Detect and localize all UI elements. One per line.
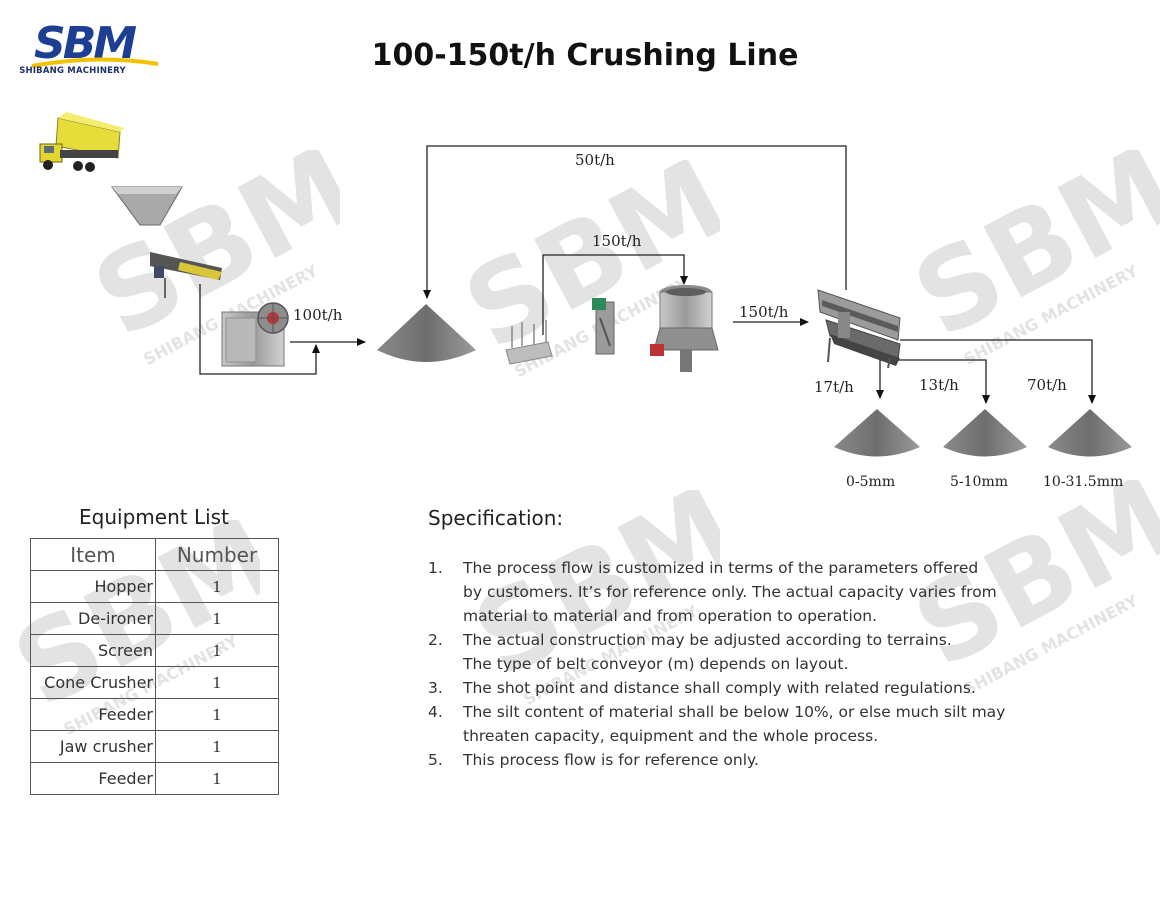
product-size-label: 5-10mm xyxy=(950,474,1008,490)
vibrating-screen-icon xyxy=(817,289,901,369)
cone-crusher-icon xyxy=(650,285,719,372)
stockpile-icon xyxy=(377,304,476,362)
equipment-list-title: Equipment List xyxy=(79,505,229,529)
equipment-name: De-ironer xyxy=(30,602,156,635)
table-row: De-ironer 1 xyxy=(30,602,279,635)
table-row: Feeder 1 xyxy=(30,762,279,795)
sbm-logo: SBM xyxy=(31,18,159,69)
equipment-name: Screen xyxy=(30,634,156,667)
jaw-crusher-icon xyxy=(221,302,289,367)
process-flow-diagram: 50t/h 100t/h 150t/h 150t/h 17t/h 13t/h 7… xyxy=(39,112,1132,490)
list-item-number: 1. xyxy=(428,559,443,577)
product-size-label: 0-5mm xyxy=(846,474,895,490)
equipment-count: 1 xyxy=(155,602,279,635)
product-piles xyxy=(834,409,1132,457)
spec-line: material to material and from operation … xyxy=(463,607,877,625)
dump-truck-icon xyxy=(39,112,124,172)
spec-line: The type of belt conveyor (m) depends on… xyxy=(463,655,849,673)
table-row: Cone Crusher 1 xyxy=(30,666,279,699)
table-header-row: Item Number xyxy=(30,538,279,571)
spec-line: The silt content of material shall be be… xyxy=(463,703,1006,721)
spec-line: The process flow is customized in terms … xyxy=(463,559,979,577)
column-header-item: Item xyxy=(30,538,156,571)
equipment-count: 1 xyxy=(155,570,279,603)
specification-title: Specification: xyxy=(428,506,564,530)
equipment-count: 1 xyxy=(155,666,279,699)
cone-loop-rate-label: 150t/h xyxy=(592,232,642,250)
specification-list: 1. The process flow is customized in ter… xyxy=(428,556,1048,772)
product-pile-icon xyxy=(834,409,920,457)
vibrating-feeder-icon xyxy=(150,252,222,300)
product-size-label: 10-31.5mm xyxy=(1043,474,1123,490)
spec-line: by customers. It’s for reference only. T… xyxy=(463,583,997,601)
column-header-number: Number xyxy=(155,538,279,571)
table-row: Feeder 1 xyxy=(30,698,279,731)
recycle-rate-label: 50t/h xyxy=(575,151,615,169)
equipment-table: Item Number Hopper 1 De-ironer 1 Screen … xyxy=(30,538,279,795)
list-item-number: 4. xyxy=(428,703,443,721)
list-item: 1. The process flow is customized in ter… xyxy=(428,556,1048,628)
product-pile-icon xyxy=(943,409,1027,457)
product-pile-icon xyxy=(1048,409,1132,457)
de-ironer-icon xyxy=(505,320,553,365)
table-row: Screen 1 xyxy=(30,634,279,667)
equipment-count: 1 xyxy=(155,762,279,795)
list-item: 5. This process flow is for reference on… xyxy=(428,748,1048,772)
spec-line: This process flow is for reference only. xyxy=(463,751,759,769)
list-item-number: 5. xyxy=(428,751,443,769)
medium-rate-label: 13t/h xyxy=(919,376,959,394)
equipment-name: Feeder xyxy=(30,762,156,795)
table-row: Jaw crusher 1 xyxy=(30,730,279,763)
equipment-name: Hopper xyxy=(30,570,156,603)
logo-subtext: SHIBANG MACHINERY xyxy=(19,66,126,76)
page-title: 100-150t/h Crushing Line xyxy=(371,38,799,73)
jaw-output-rate-label: 100t/h xyxy=(293,306,343,324)
spec-line: The actual construction may be adjusted … xyxy=(463,631,952,649)
equipment-name: Jaw crusher xyxy=(30,730,156,763)
hopper-icon xyxy=(111,186,183,226)
list-item: 4. The silt content of material shall be… xyxy=(428,700,1048,748)
spec-line: The shot point and distance shall comply… xyxy=(463,679,976,697)
coarse-rate-label: 70t/h xyxy=(1027,376,1067,394)
equipment-count: 1 xyxy=(155,730,279,763)
cone-output-rate-label: 150t/h xyxy=(739,303,789,321)
list-item: 3. The shot point and distance shall com… xyxy=(428,676,1048,700)
equipment-count: 1 xyxy=(155,634,279,667)
equipment-name: Feeder xyxy=(30,698,156,731)
equipment-count: 1 xyxy=(155,698,279,731)
equipment-name: Cone Crusher xyxy=(30,666,156,699)
flow-lines xyxy=(199,145,1096,404)
list-item-number: 3. xyxy=(428,679,443,697)
table-row: Hopper 1 xyxy=(30,570,279,603)
list-item-number: 2. xyxy=(428,631,443,649)
spec-line: threaten capacity, equipment and the who… xyxy=(463,727,879,745)
feeder-icon xyxy=(592,298,615,355)
list-item: 2. The actual construction may be adjust… xyxy=(428,628,1048,676)
fine-rate-label: 17t/h xyxy=(814,378,854,396)
